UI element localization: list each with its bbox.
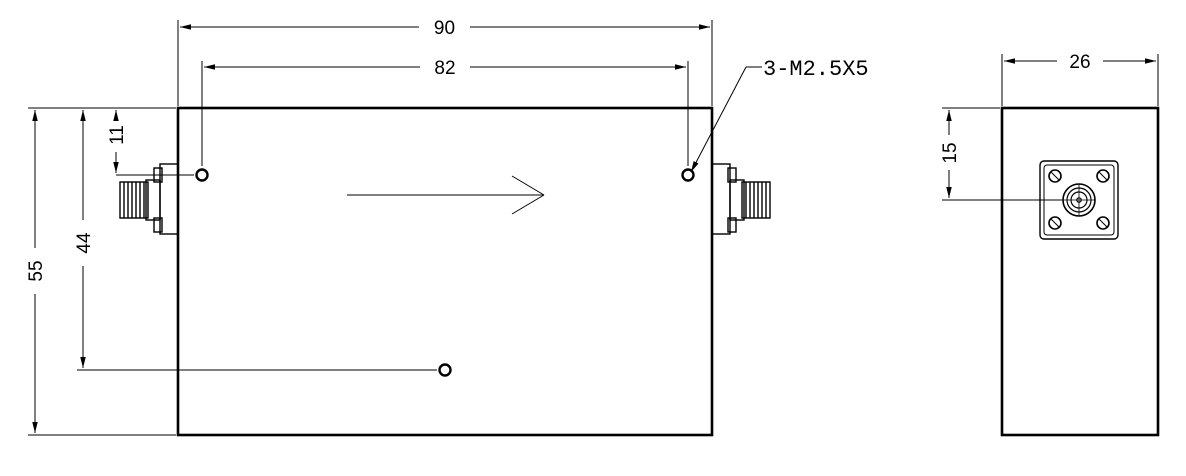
dimension-90-label: 90 [434, 18, 455, 39]
mounting-hole-bottom [438, 363, 452, 377]
flow-direction-arrow [347, 175, 545, 215]
hole-callout: 3-M2.5X5 [690, 57, 869, 173]
dimension-90: 90 [177, 18, 713, 106]
dimension-11: 11 [78, 107, 176, 173]
dimension-15-label: 15 [940, 142, 961, 163]
sma-connector-left [119, 163, 179, 235]
front-view: 90 82 55 44 [26, 18, 869, 437]
dimension-26: 26 [1001, 52, 1159, 106]
dimension-55-label: 55 [26, 260, 47, 281]
side-view: 26 15 [940, 52, 1160, 437]
mounting-hole-left [195, 168, 209, 182]
side-view-body [1000, 106, 1160, 437]
dimension-44-label: 44 [74, 232, 95, 254]
sma-connector-right [711, 163, 771, 235]
dimension-55: 55 [26, 107, 176, 436]
hole-callout-label: 3-M2.5X5 [763, 57, 869, 82]
dimension-15: 15 [940, 107, 1063, 201]
dimension-82: 82 [201, 58, 689, 166]
device-body [176, 106, 714, 437]
dimension-44: 44 [74, 110, 437, 371]
dimension-82-label: 82 [434, 58, 455, 79]
mounting-hole-right [681, 168, 695, 182]
dimension-26-label: 26 [1069, 52, 1090, 73]
dimension-11-label: 11 [107, 125, 128, 145]
